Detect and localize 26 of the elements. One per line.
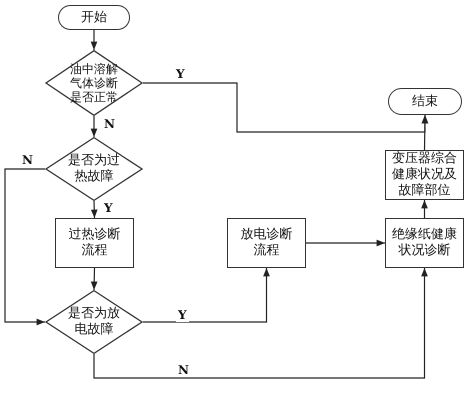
edge-label: Y: [176, 309, 189, 322]
arrow: [90, 30, 98, 50]
edge-label: N: [176, 364, 191, 377]
process-box: 放电诊断流程: [227, 218, 306, 268]
arrow: [143, 268, 270, 323]
terminal-box: 结束: [388, 88, 462, 115]
terminal-box: 开始: [58, 5, 130, 30]
edge-label: Y: [102, 202, 115, 215]
arrow: [93, 268, 428, 379]
arrow: [4, 168, 45, 326]
arrow: [421, 200, 428, 218]
arrow: [90, 268, 98, 290]
arrow: [143, 82, 428, 133]
decision-diamond: 是否为过热故障: [45, 137, 143, 201]
process-box: 变压器综合健康状况及故障部位: [385, 150, 464, 200]
process-box: 过热诊断流程: [55, 218, 134, 268]
arrow: [306, 240, 385, 246]
arrow: [90, 116, 98, 137]
decision-diamond: 是否为放电故障: [45, 290, 143, 354]
process-box: 绝缘纸健康状况诊断: [385, 218, 464, 268]
edge-label: N: [102, 118, 117, 131]
decision-diamond: 油中溶解气体诊断是否正常: [45, 50, 143, 116]
arrow: [422, 115, 428, 150]
arrow: [90, 200, 98, 218]
edge-label: N: [20, 154, 35, 167]
edge-label: Y: [174, 68, 187, 81]
